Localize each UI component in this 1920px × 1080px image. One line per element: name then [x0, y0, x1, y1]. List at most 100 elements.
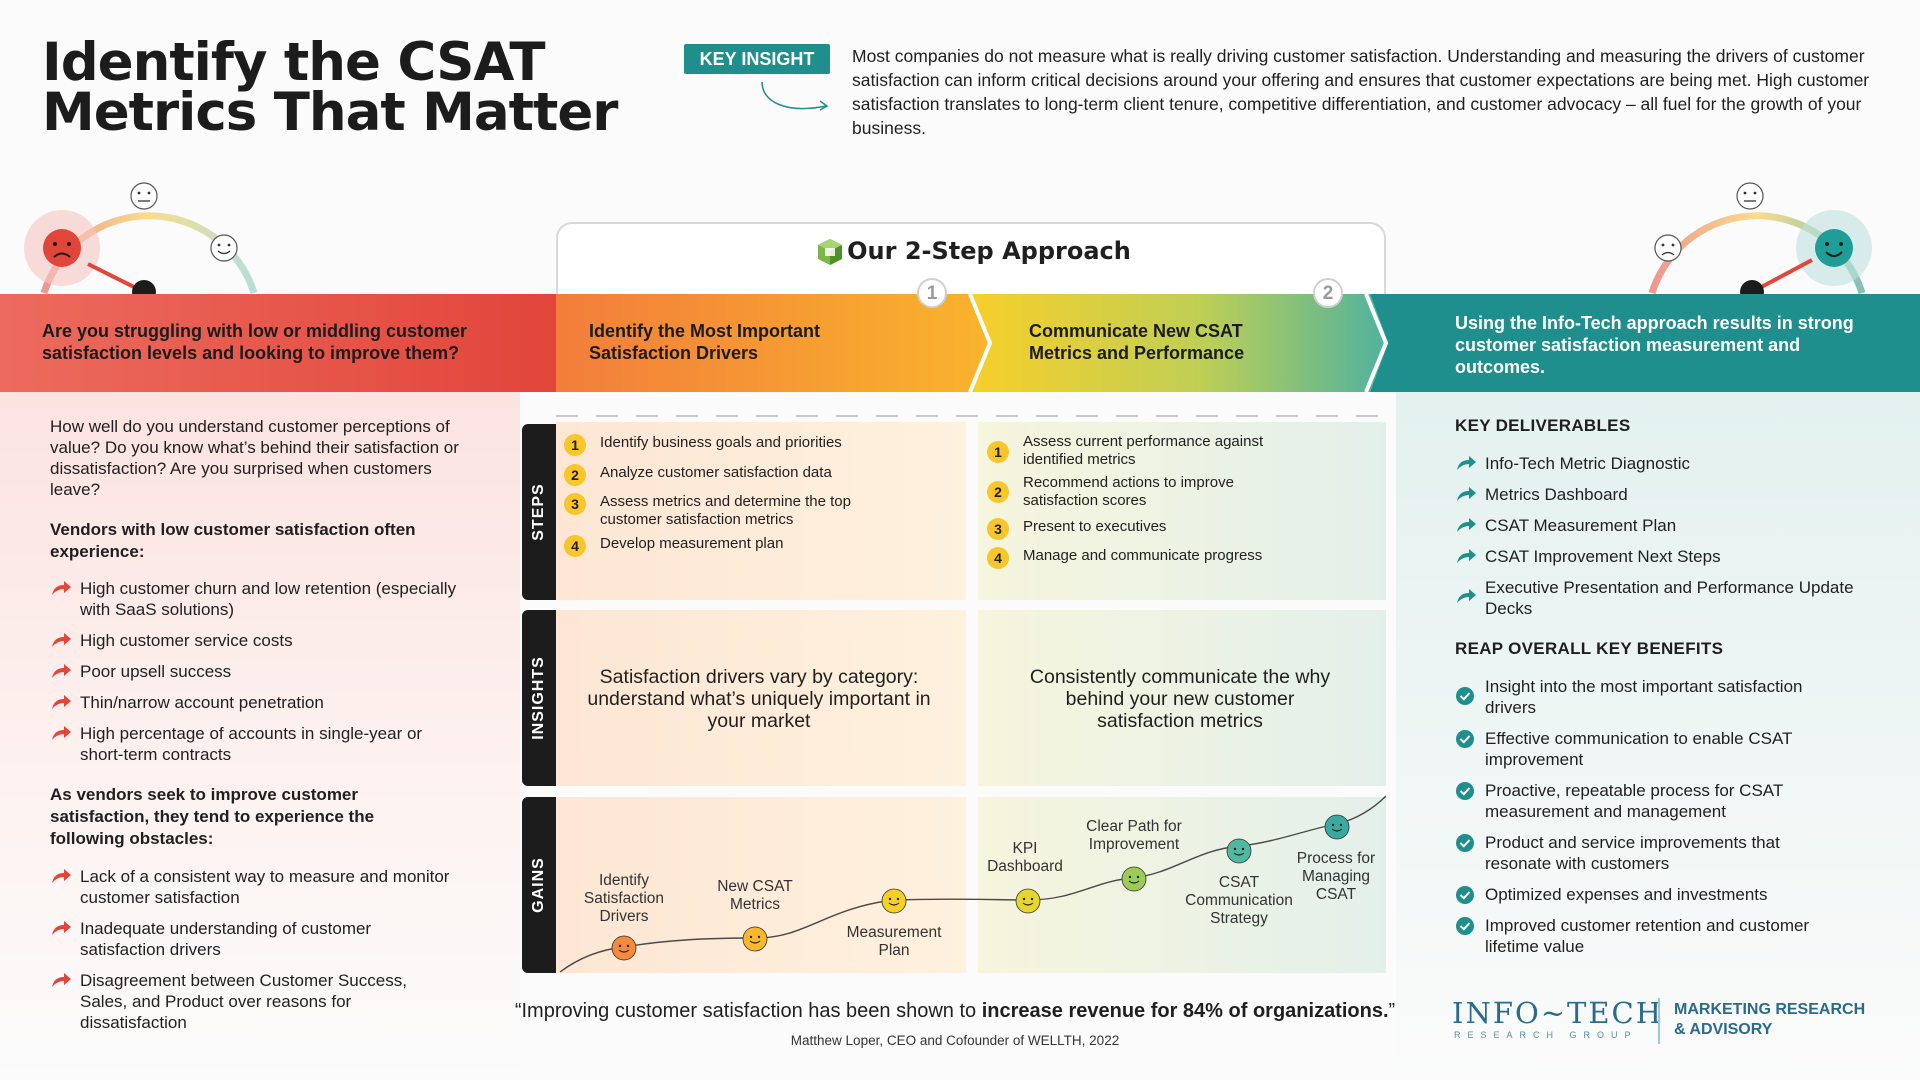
gains-cell-2 — [978, 797, 1386, 973]
arrow-icon — [52, 664, 71, 678]
key-insight-badge: KEY INSIGHT — [684, 44, 830, 74]
benefit-item: Insight into the most important satisfac… — [1455, 676, 1815, 718]
step-1-title: Identify the Most Important Satisfaction… — [589, 321, 820, 363]
arrow-icon — [1457, 518, 1476, 532]
left-list1-item: Poor upsell success — [50, 661, 490, 682]
right-panel-background — [1396, 392, 1920, 1080]
gain-label: KPI Dashboard — [987, 840, 1063, 875]
gain-face-icon — [1324, 814, 1350, 840]
insight-1-text: Satisfaction drivers vary by category: u… — [587, 666, 931, 732]
neutral-face-icon — [1736, 182, 1764, 210]
arrow-icon — [1457, 456, 1476, 470]
gain-label: Process for Managing CSAT — [1296, 850, 1376, 903]
curved-arrow-icon — [761, 81, 829, 111]
step-2-title: Communicate New CSAT Metrics and Perform… — [1029, 321, 1245, 363]
gain-label: Identify Satisfaction Drivers — [583, 872, 665, 925]
arrow-icon — [52, 633, 71, 647]
process-banner — [0, 294, 1920, 392]
cube-icon — [818, 239, 842, 265]
steps-cell-1 — [556, 422, 966, 600]
left-list2-item: Lack of a consistent way to measure and … — [50, 866, 480, 908]
key-insight-text: Most companies do not measure what is re… — [852, 46, 1870, 138]
arrow-icon — [52, 726, 71, 740]
gains-progress-curve — [559, 795, 1386, 973]
quote-attribution: Matthew Loper, CEO and Cofounder of WELL… — [790, 1033, 1120, 1048]
page-title: Identify the CSAT Metrics That Matter — [42, 32, 642, 143]
benefit-item: Improved customer retention and customer… — [1455, 915, 1815, 957]
left-list1-item: Thin/narrow account penetration — [50, 692, 490, 713]
benefit-item: Proactive, repeatable process for CSAT m… — [1455, 780, 1815, 822]
row-label-insights: INSIGHTS — [522, 610, 556, 786]
benefit-item: Optimized expenses and investments — [1455, 884, 1815, 905]
benefits-heading: REAP OVERALL KEY BENEFITS — [1455, 639, 1724, 658]
dashed-arrow-line — [556, 415, 1386, 417]
step-2-number: 2 — [1313, 278, 1343, 308]
deliverable-item: Executive Presentation and Performance U… — [1455, 577, 1855, 619]
insight-2-text: Consistently communicate the why behind … — [1029, 666, 1331, 732]
insights-cell-2 — [978, 610, 1386, 786]
deliverable-item: CSAT Improvement Next Steps — [1455, 546, 1855, 567]
gain-label: New CSAT Metrics — [717, 878, 793, 913]
gain-face-icon — [1121, 866, 1147, 892]
right-satisfaction-gauge — [1648, 182, 1872, 304]
gain-label: Measurement Plan — [846, 924, 942, 959]
left-list1-item: High customer service costs — [50, 630, 490, 651]
approach-title: Our 2-Step Approach — [847, 237, 1131, 265]
check-circle-icon — [1456, 730, 1474, 748]
gain-label: Clear Path for Improvement — [1086, 818, 1182, 853]
info-tech-logo: INFO~TECH — [1452, 996, 1664, 1030]
arrow-icon — [52, 869, 71, 883]
gain-face-icon — [1015, 888, 1041, 914]
gain-face-icon — [742, 926, 768, 952]
problem-statement: Are you struggling with low or middling … — [42, 321, 468, 363]
title-line-2: Metrics That Matter — [42, 82, 618, 143]
arrow-icon — [1457, 487, 1476, 501]
result-statement: Using the Info-Tech approach results in … — [1455, 313, 1854, 377]
row-label-gains: GAINS — [522, 797, 556, 973]
check-circle-icon — [1456, 886, 1474, 904]
left-heading-1: Vendors with low customer satisfaction o… — [50, 520, 416, 561]
left-list1-item: High customer churn and low retention (e… — [50, 578, 490, 620]
happy-face-icon — [210, 234, 238, 262]
happy-face-icon — [1815, 229, 1853, 267]
deliverable-item: Info-Tech Metric Diagnostic — [1455, 453, 1855, 474]
left-list2-item: Inadequate understanding of customer sat… — [50, 918, 450, 960]
gain-label: CSAT Communication Strategy — [1185, 874, 1293, 927]
gain-face-icon — [1226, 838, 1252, 864]
deliverables-heading: KEY DELIVERABLES — [1455, 416, 1631, 435]
benefit-item: Effective communication to enable CSAT i… — [1455, 728, 1815, 770]
check-circle-icon — [1456, 917, 1474, 935]
gain-face-icon — [611, 935, 637, 961]
quote: “Improving customer satisfaction has bee… — [514, 1000, 1396, 1022]
benefit-item: Product and service improvements that re… — [1455, 832, 1815, 874]
sad-face-icon — [43, 229, 81, 267]
logo-divider — [1658, 998, 1660, 1044]
marketing-research-label: MARKETING RESEARCH & ADVISORY — [1674, 1001, 1866, 1038]
deliverable-item: Metrics Dashboard — [1455, 484, 1855, 505]
check-circle-icon — [1456, 834, 1474, 852]
arrow-icon — [1457, 589, 1476, 603]
check-circle-icon — [1456, 687, 1474, 705]
left-heading-2: As vendors seek to improve customer sati… — [50, 785, 375, 848]
info-tech-logo-subtitle: RESEARCH GROUP — [1454, 1030, 1638, 1040]
neutral-face-icon — [130, 182, 158, 210]
left-panel-background — [0, 392, 520, 1080]
steps-cell-2 — [978, 422, 1386, 600]
arrow-icon — [52, 695, 71, 709]
sad-face-icon — [1654, 234, 1682, 262]
left-intro-text: How well do you understand customer perc… — [50, 417, 459, 499]
step-1-number: 1 — [917, 278, 947, 308]
left-satisfaction-gauge — [24, 182, 258, 304]
gain-face-icon — [881, 888, 907, 914]
insights-cell-1 — [556, 610, 966, 786]
arrow-icon — [52, 973, 71, 987]
arrow-icon — [1457, 549, 1476, 563]
title-line-1: Identify the CSAT — [42, 32, 545, 93]
